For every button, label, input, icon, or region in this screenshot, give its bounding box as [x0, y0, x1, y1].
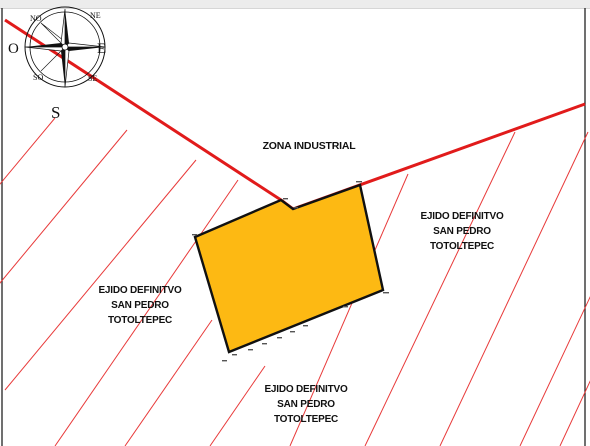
vertex-marker — [192, 234, 197, 236]
parcel-polygon[interactable] — [193, 183, 385, 354]
vertex-marker — [290, 331, 295, 333]
vertex-marker — [356, 181, 362, 183]
hatch-line — [124, 319, 213, 446]
vertex-marker — [222, 360, 227, 362]
ejido-bottom-label: EJIDO DEFINITVO SAN PEDRO TOTOLTEPEC — [264, 384, 348, 425]
vertex-marker — [303, 325, 308, 327]
hatch-line — [519, 296, 590, 446]
hatch-line — [54, 179, 239, 446]
ejido-left-line-2: SAN PEDRO — [111, 300, 169, 311]
vertex-marker — [343, 306, 348, 308]
zone-industrial-label: ZONA INDUSTRIAL — [263, 140, 357, 152]
hatch-line — [0, 117, 56, 185]
vertex-marker — [248, 349, 253, 351]
compass-rose: NO NE O E SO SE S — [8, 6, 106, 122]
compass-label-south: S — [51, 103, 60, 122]
ejido-right-line-2: SAN PEDRO — [433, 226, 491, 237]
ejido-hatch — [0, 117, 590, 446]
compass-center — [61, 43, 69, 51]
vertex-marker — [283, 198, 288, 200]
compass-label-ne: NE — [90, 11, 101, 20]
ejido-right-label: EJIDO DEFINITVO SAN PEDRO TOTOLTEPEC — [420, 211, 504, 252]
compass-point-n-right — [65, 9, 69, 47]
compass-label-nw: NO — [30, 14, 42, 23]
compass-label-east: E — [97, 41, 106, 57]
compass-label-sw: SO — [33, 73, 43, 82]
ejido-right-line-3: TOTOLTEPEC — [430, 241, 494, 252]
vertex-marker — [232, 354, 237, 356]
ejido-left-line-1: EJIDO DEFINITVO — [98, 285, 182, 296]
vertex-marker — [383, 292, 389, 294]
compass-point-w-top — [25, 43, 65, 47]
ejido-bottom-line-2: SAN PEDRO — [277, 399, 335, 410]
vertex-marker — [262, 343, 267, 345]
compass-point-s-left — [61, 47, 65, 87]
ejido-left-line-3: TOTOLTEPEC — [108, 315, 172, 326]
ejido-bottom-line-1: EJIDO DEFINITVO — [264, 384, 348, 395]
vertex-marker — [277, 337, 282, 339]
ejido-bottom-line-3: TOTOLTEPEC — [274, 414, 338, 425]
hatch-line — [4, 159, 197, 391]
compass-point-s-right — [64, 46, 70, 88]
hatch-line — [289, 173, 409, 446]
hatch-line — [364, 131, 516, 446]
compass-point-n-left — [60, 8, 66, 48]
compass-point-w-bottom — [24, 46, 66, 52]
vertex-marker — [294, 207, 298, 209]
viewer-top-bar — [0, 0, 590, 9]
hatch-line — [559, 380, 590, 446]
parcel-vertex-markers — [192, 181, 389, 362]
hatch-line — [209, 365, 266, 446]
compass-label-se: SE — [88, 74, 97, 83]
hatch-line — [0, 129, 128, 284]
compass-label-west: O — [8, 41, 19, 57]
ejido-right-line-1: EJIDO DEFINITVO — [420, 211, 504, 222]
ejido-left-label: EJIDO DEFINITVO SAN PEDRO TOTOLTEPEC — [98, 285, 182, 326]
hatch-line — [439, 131, 589, 446]
compass-point-e-bottom — [65, 47, 105, 51]
